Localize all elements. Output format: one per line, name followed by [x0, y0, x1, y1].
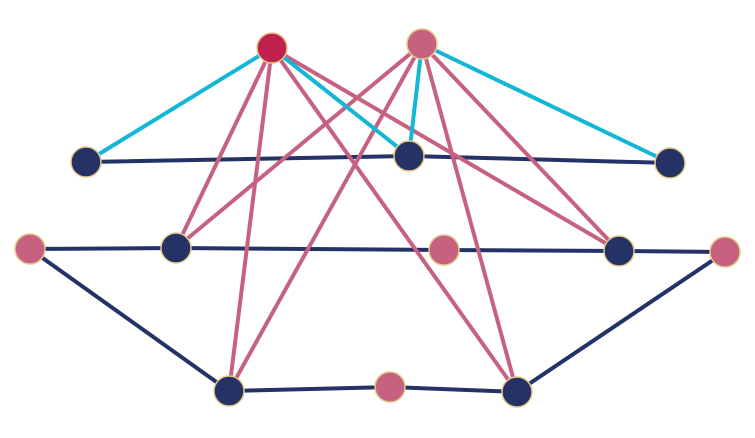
edge-layer	[28, 42, 727, 394]
edge-top-right-hub-to-row1-right	[420, 42, 672, 165]
edge-row2-far-left-to-row2-left	[28, 246, 178, 251]
edge-top-left-hub-to-bottom-right	[270, 46, 519, 394]
node-row1-right	[654, 147, 686, 179]
edge-row1-left-to-row1-center	[84, 154, 411, 164]
node-bottom-right	[501, 376, 533, 408]
edge-top-right-hub-to-row1-center	[407, 42, 424, 158]
node-top-left-hub	[256, 32, 288, 64]
edge-bottom-left-to-bottom-center	[227, 385, 392, 393]
edge-top-left-hub-to-row1-left	[84, 46, 274, 164]
edge-top-right-hub-to-row2-right	[420, 42, 621, 253]
edge-top-right-hub-to-row2-left	[174, 42, 424, 250]
node-row2-right	[603, 235, 635, 267]
edge-top-left-hub-to-bottom-left	[227, 46, 274, 393]
node-row2-far-right	[709, 236, 741, 268]
node-row2-far-left	[14, 233, 46, 265]
edge-top-right-hub-to-bottom-left	[227, 42, 424, 393]
node-layer	[14, 28, 741, 408]
edge-bottom-right-to-row2-far-right	[515, 250, 727, 394]
node-bottom-center	[374, 371, 406, 403]
node-bottom-left	[213, 375, 245, 407]
edge-top-right-hub-to-bottom-right	[420, 42, 519, 394]
node-row2-center	[428, 234, 460, 266]
edge-top-left-hub-to-row2-left	[174, 46, 274, 250]
edge-row2-center-to-row2-right	[442, 248, 621, 253]
node-row1-left	[70, 146, 102, 178]
edge-bottom-center-to-bottom-right	[388, 385, 519, 394]
edge-top-left-hub-to-row1-center	[270, 46, 411, 158]
node-top-right-hub	[406, 28, 438, 60]
edge-row2-right-to-row2-far-right	[617, 249, 727, 254]
edge-row2-far-left-to-bottom-left	[28, 247, 231, 393]
node-row2-left	[160, 232, 192, 264]
edge-row1-center-to-row1-right	[407, 154, 672, 165]
node-row1-center	[393, 140, 425, 172]
edge-top-left-hub-to-row2-right	[270, 46, 621, 253]
